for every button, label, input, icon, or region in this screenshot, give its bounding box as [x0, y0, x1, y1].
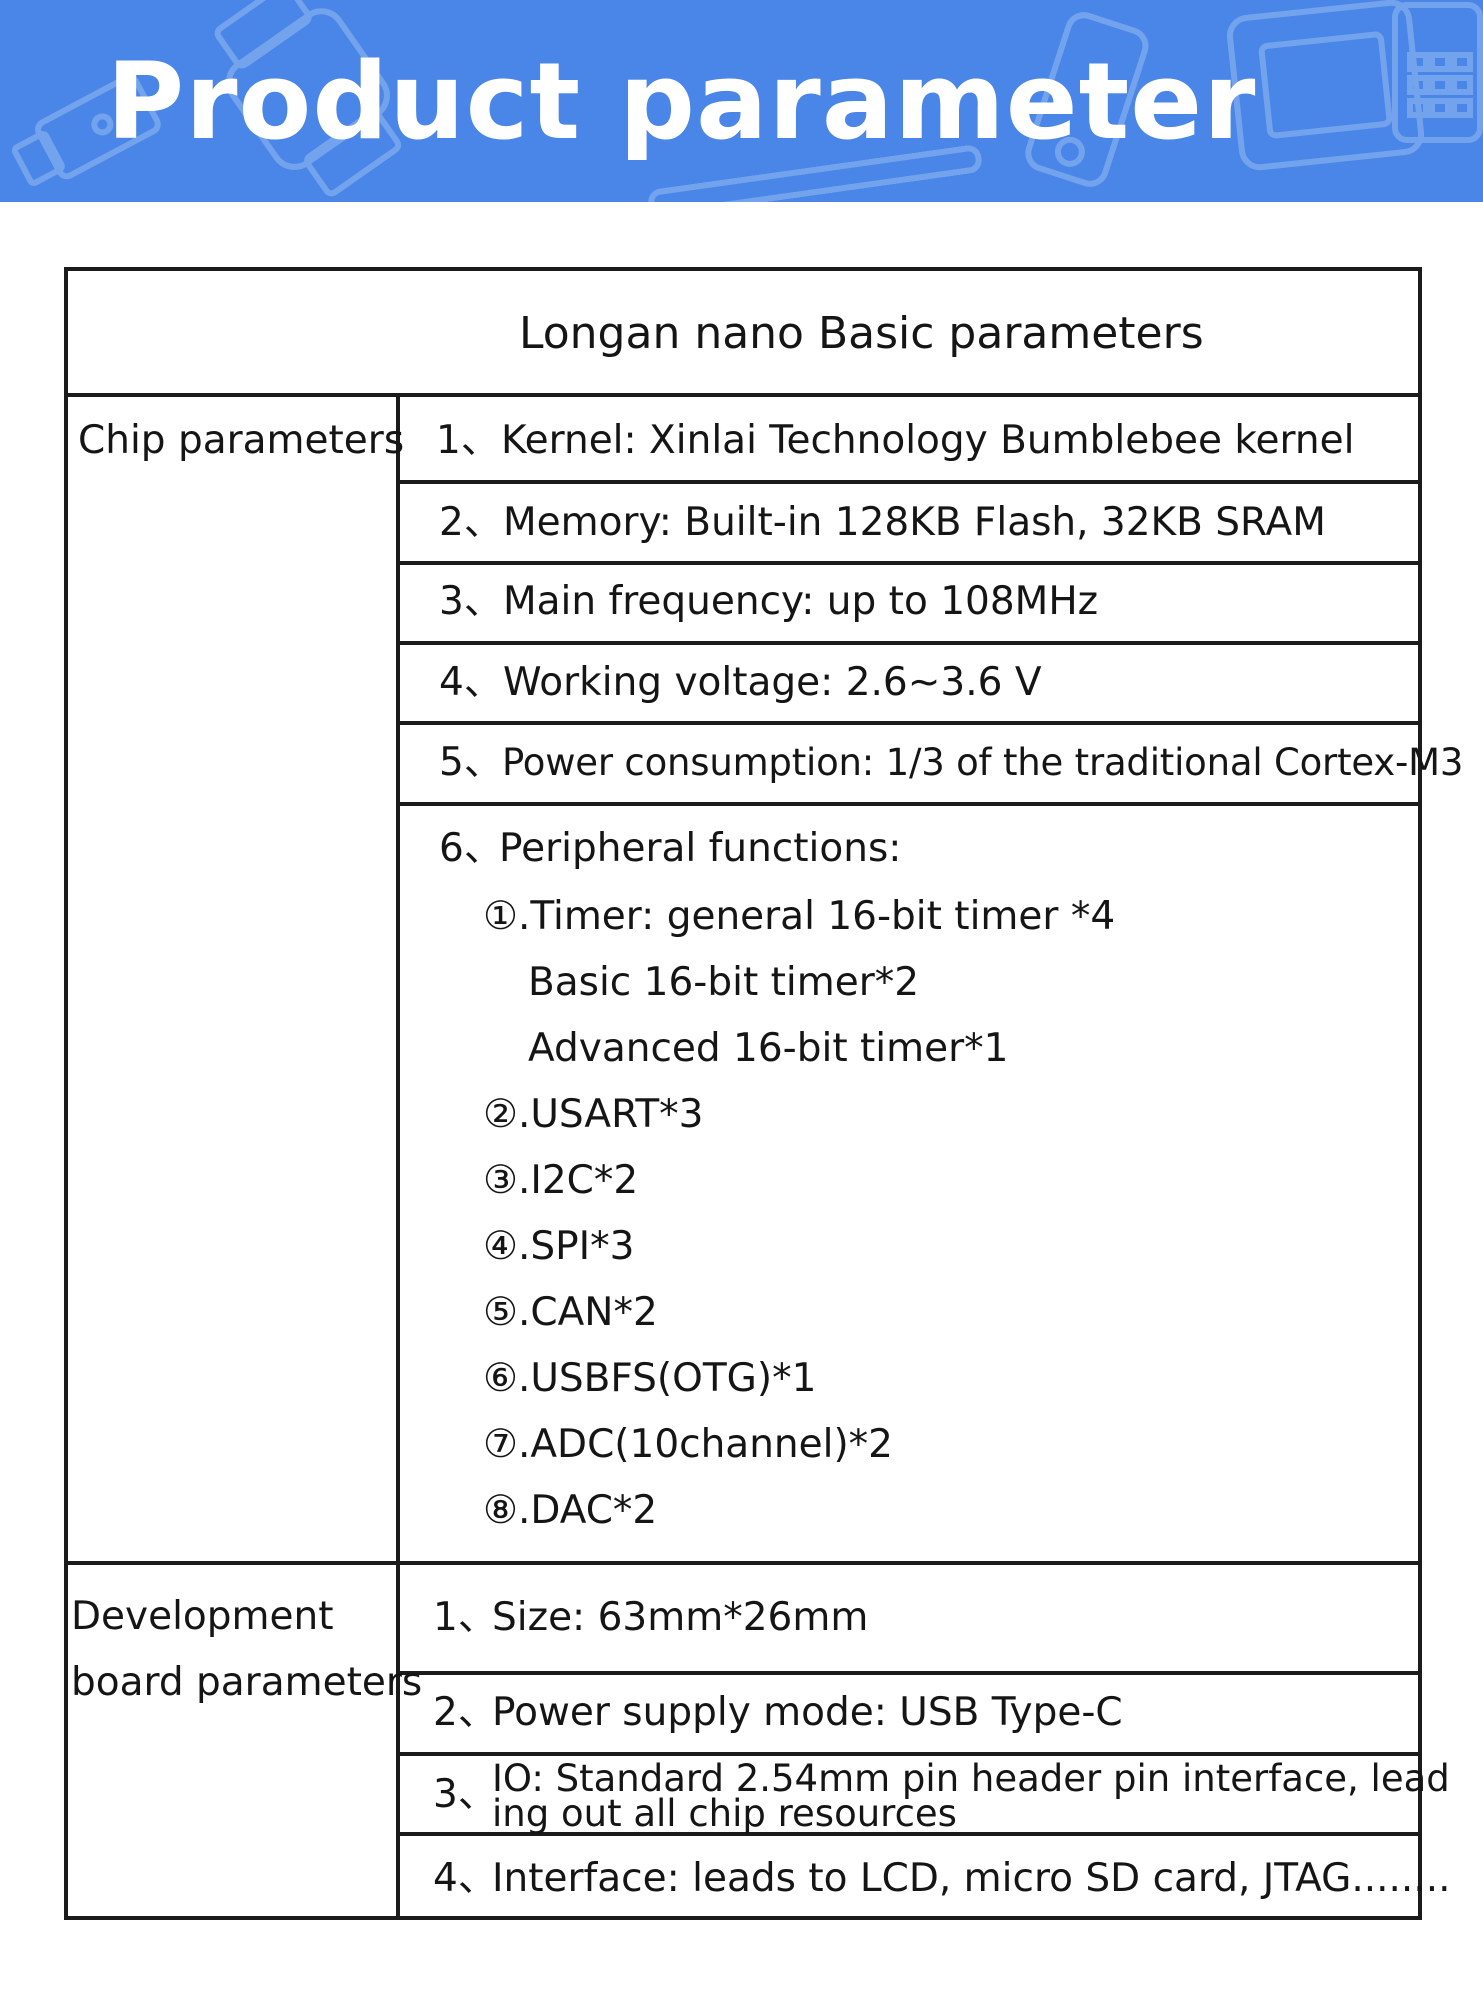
row-number: 2、: [439, 500, 503, 545]
row-divider: [398, 561, 1422, 565]
row-number: 4、: [439, 660, 503, 705]
smartwatch-icon: [214, 0, 402, 197]
border-top: [64, 267, 1422, 271]
peripheral-item: ③.I2C*2: [483, 1158, 639, 1203]
row-divider: [398, 641, 1422, 645]
parameter-table: Longan nano Basic parameters Chip parame…: [64, 267, 1463, 1920]
border-right: [1418, 267, 1422, 1920]
board-parameters-label-line1: Development: [71, 1594, 334, 1639]
row-number: 4、: [433, 1856, 497, 1901]
row-divider: [398, 721, 1422, 725]
row-text: Kernel: Xinlai Technology Bumblebee kern…: [501, 418, 1355, 463]
row-text: Power supply mode: USB Type-C: [492, 1690, 1123, 1735]
peripheral-item: ①.Timer: general 16-bit timer *4: [483, 894, 1116, 939]
peripheral-item: Basic 16-bit timer*2: [528, 960, 920, 1005]
banner: Product parameter: [0, 0, 1483, 202]
peripheral-item: ②.USART*3: [483, 1092, 704, 1137]
keypad-icon: [1392, 2, 1483, 143]
peripheral-item: ⑦.ADC(10channel)*2: [483, 1422, 893, 1467]
board-parameters-label-line2: board parameters: [71, 1660, 423, 1705]
border-bottom: [64, 1916, 1422, 1920]
peripheral-title: Peripheral functions:: [499, 826, 902, 871]
row-divider: [398, 480, 1422, 484]
row-divider: [398, 802, 1422, 806]
row-divider: [398, 1671, 1422, 1675]
page-title: Product parameter: [106, 39, 1257, 163]
peripheral-item: ⑤.CAN*2: [483, 1290, 658, 1335]
row-text-continued: ing out all chip resources: [492, 1792, 957, 1835]
chip-parameters-label: Chip parameters: [78, 418, 405, 463]
usb-stick-icon: [11, 74, 161, 186]
row-number: 5、: [439, 740, 503, 785]
border-left: [64, 267, 68, 1920]
row-text: Interface: leads to LCD, micro SD card, …: [492, 1856, 1451, 1901]
row-divider: [398, 1832, 1422, 1836]
row-text: Size: 63mm*26mm: [492, 1595, 869, 1640]
table-header: Longan nano Basic parameters: [519, 308, 1204, 359]
section-divider: [64, 1561, 1422, 1565]
peripheral-item: ⑥.USBFS(OTG)*1: [483, 1356, 817, 1401]
peripheral-item: ④.SPI*3: [483, 1224, 635, 1269]
peripheral-item: ⑧.DAC*2: [483, 1488, 658, 1533]
row-text: Power consumption: 1/3 of the traditiona…: [502, 741, 1464, 784]
peripheral-item: Advanced 16-bit timer*1: [528, 1026, 1009, 1071]
row-number: 1、: [436, 418, 500, 463]
stylus-icon: [648, 145, 982, 202]
row-number: 3、: [433, 1772, 497, 1817]
row-text: IO: Standard 2.54mm pin header pin inter…: [492, 1757, 1450, 1800]
column-divider: [396, 395, 400, 1918]
banner-decoration: [11, 0, 1483, 202]
row-number: 6、: [439, 826, 503, 871]
row-number: 2、: [433, 1690, 497, 1735]
row-number: 3、: [439, 579, 503, 624]
row-number: 1、: [433, 1595, 497, 1640]
row-text: Memory: Built-in 128KB Flash, 32KB SRAM: [503, 500, 1326, 545]
row-divider: [398, 1752, 1422, 1756]
row-text: Working voltage: 2.6~3.6 V: [503, 660, 1042, 705]
phone-icon: [1025, 12, 1149, 187]
header-divider: [64, 393, 1422, 397]
row-text: Main frequency: up to 108MHz: [503, 579, 1099, 624]
